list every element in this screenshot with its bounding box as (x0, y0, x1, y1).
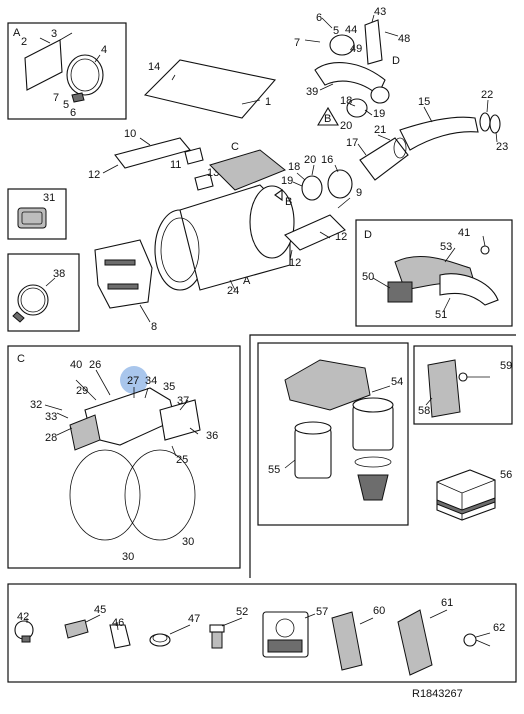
callout-17: 17 (346, 137, 358, 149)
inset-box-c: C 26 40 27 34 35 29 32 33 28 37 36 25 30… (7, 345, 241, 569)
callout-d-main: D (392, 55, 400, 67)
callout-c-main: C (231, 141, 239, 153)
callout-31: 31 (43, 192, 55, 204)
b-triangle-letter: B (324, 113, 331, 125)
callout-23: 23 (496, 141, 508, 153)
callout-45: 45 (94, 604, 106, 616)
callout-52: 52 (236, 606, 248, 618)
callout-1: 1 (265, 96, 271, 108)
callout-2: 2 (21, 36, 27, 48)
callout-33: 33 (45, 411, 57, 423)
callout-54: 54 (391, 376, 403, 388)
inset-box-d: D 41 53 50 51 (355, 219, 513, 327)
callout-32: 32 (30, 399, 42, 411)
callout-50: 50 (362, 271, 374, 283)
callout-35: 35 (163, 381, 175, 393)
callout-34: 34 (145, 375, 157, 387)
callout-38: 38 (53, 268, 65, 280)
callout-5-b: 5 (333, 25, 339, 37)
callout-51: 51 (435, 309, 447, 321)
callout-60: 60 (373, 605, 385, 617)
callout-12-a: 12 (88, 169, 100, 181)
callout-19-b: 19 (373, 108, 385, 120)
callout-3: 3 (51, 28, 57, 40)
callout-6-b: 6 (316, 12, 322, 24)
callout-15: 15 (418, 96, 430, 108)
separator-line (249, 334, 516, 578)
callout-25: 25 (176, 454, 188, 466)
callout-20-a: 20 (304, 154, 316, 166)
callout-28: 28 (45, 432, 57, 444)
part-56-box: 56 (436, 469, 512, 521)
inset-d-letter: D (364, 229, 372, 241)
callout-21: 21 (374, 124, 386, 136)
document-id: R1843267 (412, 688, 463, 700)
callout-58: 58 (418, 405, 430, 417)
inset-box-filter: 54 55 (257, 342, 409, 526)
inset-a-letter: A (13, 27, 21, 39)
callout-57: 57 (316, 606, 328, 618)
callout-12-b: 12 (289, 257, 301, 269)
callout-a-main: A (243, 275, 251, 287)
callout-42: 42 (17, 611, 29, 623)
callout-12-c: 12 (335, 231, 347, 243)
callout-49: 49 (350, 43, 362, 55)
callout-41: 41 (458, 227, 470, 239)
callout-36: 36 (206, 430, 218, 442)
callout-61: 61 (441, 597, 453, 609)
callout-8: 8 (151, 321, 157, 333)
inset-box-31: 31 (7, 188, 67, 240)
callout-46: 46 (112, 617, 124, 629)
inset-box-38: 38 (7, 253, 80, 332)
callout-9: 9 (356, 187, 362, 199)
callout-40: 40 (70, 359, 82, 371)
callout-30-a: 30 (122, 551, 134, 563)
callout-11: 11 (170, 159, 181, 171)
callout-47: 47 (188, 613, 200, 625)
callout-59: 59 (500, 360, 512, 372)
callout-7-a: 7 (53, 92, 59, 104)
highlight-marker (120, 366, 148, 394)
callout-62: 62 (493, 622, 505, 634)
callout-19-a: 19 (281, 175, 293, 187)
callout-24: 24 (227, 285, 239, 297)
callout-16: 16 (321, 154, 333, 166)
callout-5-a: 5 (63, 99, 69, 111)
callout-4: 4 (101, 44, 107, 56)
callout-26: 26 (89, 359, 101, 371)
inset-c-letter: C (17, 353, 25, 365)
inset-box-58: 59 58 (413, 345, 513, 425)
callout-18-a: 18 (288, 161, 300, 173)
callout-27: 27 (127, 375, 139, 387)
bottom-kit-box: 42 45 46 47 52 57 60 61 62 (7, 583, 517, 683)
callout-20-b: 20 (340, 120, 352, 132)
callout-39: 39 (306, 86, 318, 98)
callout-18-b: 18 (340, 95, 352, 107)
callout-14: 14 (148, 61, 160, 73)
callout-6-a: 6 (70, 107, 76, 119)
callout-48: 48 (398, 33, 410, 45)
callout-10: 10 (124, 128, 136, 140)
callout-44: 44 (345, 24, 357, 36)
callout-30-b: 30 (182, 536, 194, 548)
callout-29: 29 (76, 385, 88, 397)
callout-b-main: B (285, 196, 292, 208)
callout-53: 53 (440, 241, 452, 253)
callout-22: 22 (481, 89, 493, 101)
inset-box-a: A 2 3 4 7 5 6 (7, 22, 127, 120)
main-exploded-view: 14 1 10 12 11 13 C 24 A 8 9 (88, 6, 508, 333)
callout-43: 43 (374, 6, 386, 18)
callout-56: 56 (500, 469, 512, 481)
callout-37: 37 (177, 395, 189, 407)
callout-7-b: 7 (294, 37, 300, 49)
callout-55: 55 (268, 464, 280, 476)
